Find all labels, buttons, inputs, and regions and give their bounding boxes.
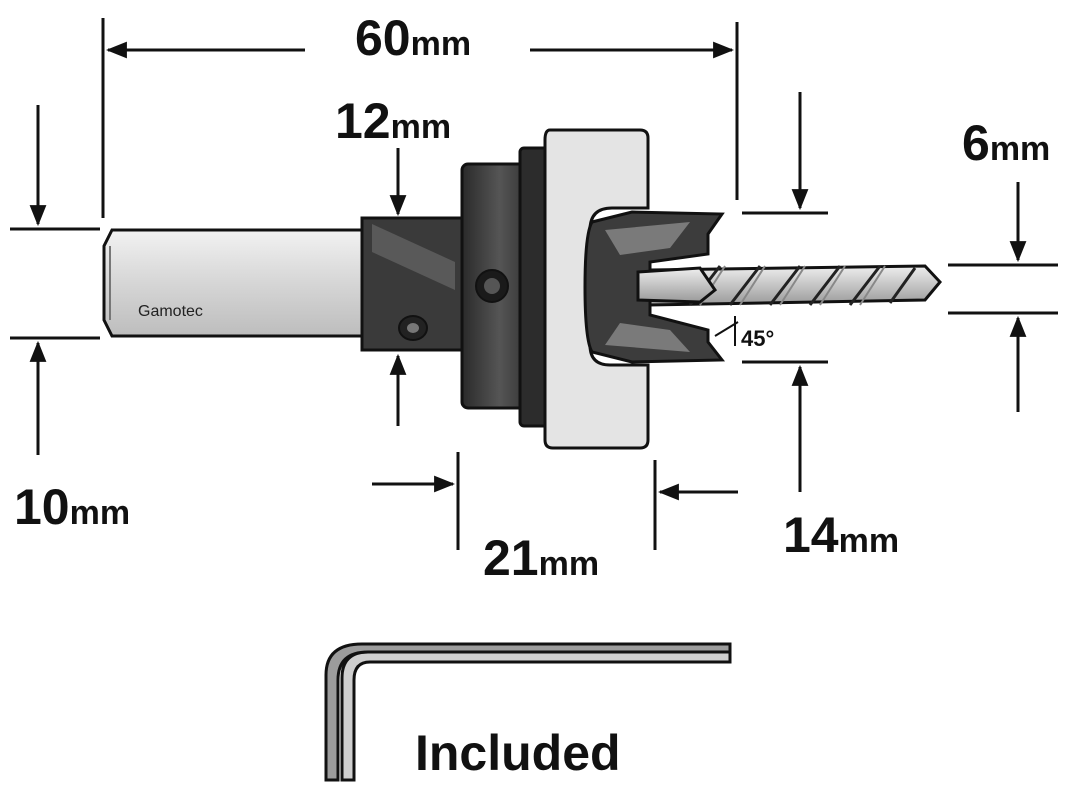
overall-length-label: 60mm: [355, 10, 471, 66]
dim-cutter-diameter: 14mm: [742, 92, 899, 563]
dim-overall-length: 60mm: [101, 10, 739, 218]
dim-stop-collar: 12mm: [335, 93, 451, 426]
angle-marker: 45°: [714, 316, 774, 351]
drill-diameter-label: 6mm: [962, 115, 1050, 171]
angle-label: 45°: [741, 326, 774, 351]
drill-shank-segment: [636, 266, 718, 304]
wrench-included-label: Included: [415, 725, 621, 781]
collar-flange: [460, 146, 552, 428]
dim-cutter-length: 21mm: [372, 452, 738, 586]
cutter-length-label: 21mm: [483, 530, 599, 586]
dim-shank: 10mm: [10, 105, 130, 535]
cutter-diameter-label: 14mm: [783, 507, 899, 563]
hex-wrench-icon: [324, 642, 732, 782]
depth-stop-ring: [543, 128, 650, 450]
stop-collar: [360, 216, 466, 352]
shank-diameter-label: 10mm: [14, 479, 130, 535]
shank-brand-label: Gamotec: [138, 303, 203, 320]
stop-collar-diameter-label: 12mm: [335, 93, 451, 149]
shank: Gamotec: [102, 228, 364, 338]
dim-drill-diameter: 6mm: [948, 115, 1058, 412]
